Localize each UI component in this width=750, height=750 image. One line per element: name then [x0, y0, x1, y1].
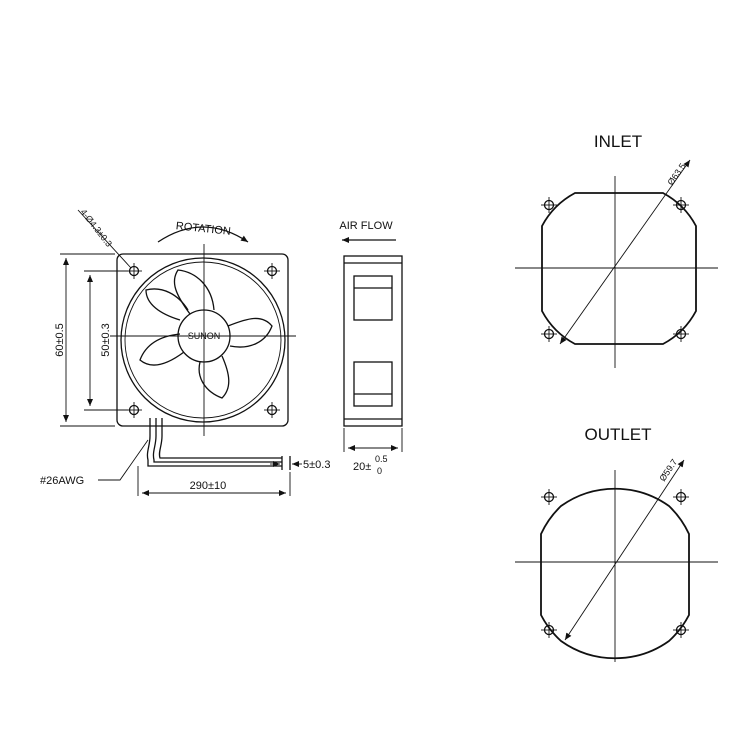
- front-view: ROTATION SUNON 4-Ø4.3±0.3 60±0.5 50±0.3: [40, 207, 330, 496]
- rotation-arrow: [157, 226, 249, 243]
- height-dim: 60±0.5: [54, 323, 66, 357]
- inlet-title: INLET: [594, 132, 642, 151]
- side-body: [343, 255, 403, 427]
- lead-wires: [146, 418, 291, 470]
- lead-length-dim: 290±10: [190, 480, 227, 492]
- fan-frame: [116, 253, 289, 427]
- wire-gauge-label: #26AWG: [40, 475, 84, 487]
- depth-dim: 20±: [353, 461, 371, 473]
- side-view: AIR FLOW 20± 0.5 0: [339, 220, 403, 476]
- strip-length-dim: 5±0.3: [303, 459, 330, 471]
- outlet-title: OUTLET: [584, 425, 651, 444]
- inlet-outline: [541, 192, 697, 345]
- inlet-diameter-line: [559, 159, 691, 345]
- outlet-view: OUTLET Ø59.7: [515, 425, 718, 662]
- mounting-holes: [126, 263, 280, 418]
- outlet-diameter-line: [564, 459, 685, 641]
- depth-tol-lower: 0: [377, 466, 382, 476]
- airflow-label: AIR FLOW: [339, 220, 393, 232]
- inlet-diameter-label: Ø63.5: [665, 161, 687, 187]
- fan-opening: [120, 257, 286, 423]
- depth-tol-upper: 0.5: [375, 454, 388, 464]
- hole-spec-label: 4-Ø4.3±0.3: [78, 207, 114, 249]
- rotation-label: ROTATION: [175, 220, 231, 238]
- outlet-diameter-label: Ø59.7: [657, 457, 679, 483]
- hole-pitch-dim: 50±0.3: [100, 323, 112, 357]
- inlet-view: INLET Ø63.5: [515, 132, 718, 368]
- brand-label: SUNON: [188, 331, 221, 341]
- fan-blades: [139, 269, 273, 399]
- front-center-lines: [110, 244, 296, 436]
